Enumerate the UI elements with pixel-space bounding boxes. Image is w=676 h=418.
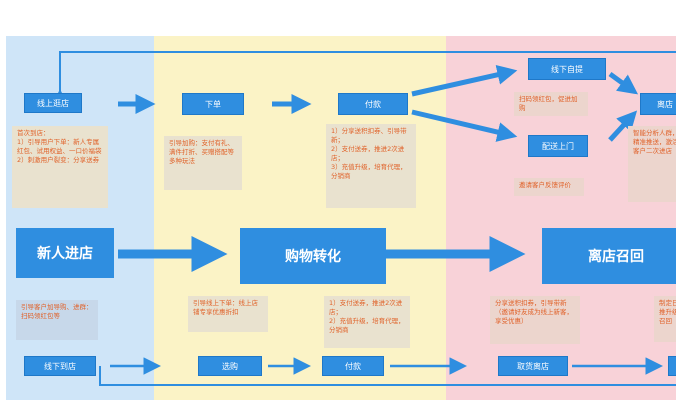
browse-node[interactable]: 选购	[198, 356, 262, 376]
note-self-pickup: 扫码领红包，促进加购	[514, 92, 588, 116]
note-offline-store: 引导客户加导购、进群：扫码领红包等	[16, 300, 98, 340]
pay-node[interactable]: 付款	[338, 93, 408, 115]
note-pay: 1）分享送积扣券、引导带新； 2）支付送券，推进2次进店； 3）充值升级，培育代…	[326, 124, 416, 208]
note-leave: 分享送积扣券，引导带新（邀请好友成为线上新客，享受优惠）	[490, 296, 580, 344]
arrow-top-5	[608, 71, 639, 95]
loop-top	[53, 51, 676, 103]
leave-store-node[interactable]: 离店	[640, 93, 676, 115]
arrow-top-4	[411, 109, 518, 142]
self-pickup-node[interactable]: 线下自提	[528, 58, 606, 80]
note-recall-bottom: 制定日推升级召回	[654, 296, 676, 342]
order-node[interactable]: 下单	[182, 93, 244, 115]
note-browse: 引导线上下单：线上店铺专享优惠折扣	[188, 296, 268, 332]
stage-conversion: 购物转化	[240, 228, 386, 284]
note-order: 引导加购：支付有礼、满件打折、买赠搭配等多种玩法	[164, 136, 242, 190]
note-recall-top: 智能分析人群，精准推送，激活客户二次进店	[628, 126, 676, 202]
online-store-node[interactable]: 线上逛店	[24, 93, 82, 113]
stage-recall: 离店召回	[542, 228, 676, 284]
note-pay-bottom: 1）支付送券，推进2次进店； 2）充值升级，培育代理，分销商	[324, 296, 410, 348]
stage-new-customer: 新人进店	[16, 228, 114, 278]
pay-bottom-node[interactable]: 付款	[322, 356, 384, 376]
note-online-store: 首次到店： 1）引导用户下单：新人专属红包、试用权益、一口价福袋 2）刺激用户裂…	[12, 126, 108, 208]
arrow-top-3	[411, 64, 518, 97]
loop-bottom	[99, 366, 676, 386]
leave-node[interactable]: 取货离店	[498, 356, 568, 376]
delivery-node[interactable]: 配送上门	[528, 135, 588, 157]
offline-store-node[interactable]: 线下到店	[24, 356, 96, 376]
recall-bottom-node[interactable]	[668, 356, 676, 376]
note-delivery: 邀请客户反馈评价	[514, 178, 584, 196]
arrow-top-6	[608, 110, 638, 142]
